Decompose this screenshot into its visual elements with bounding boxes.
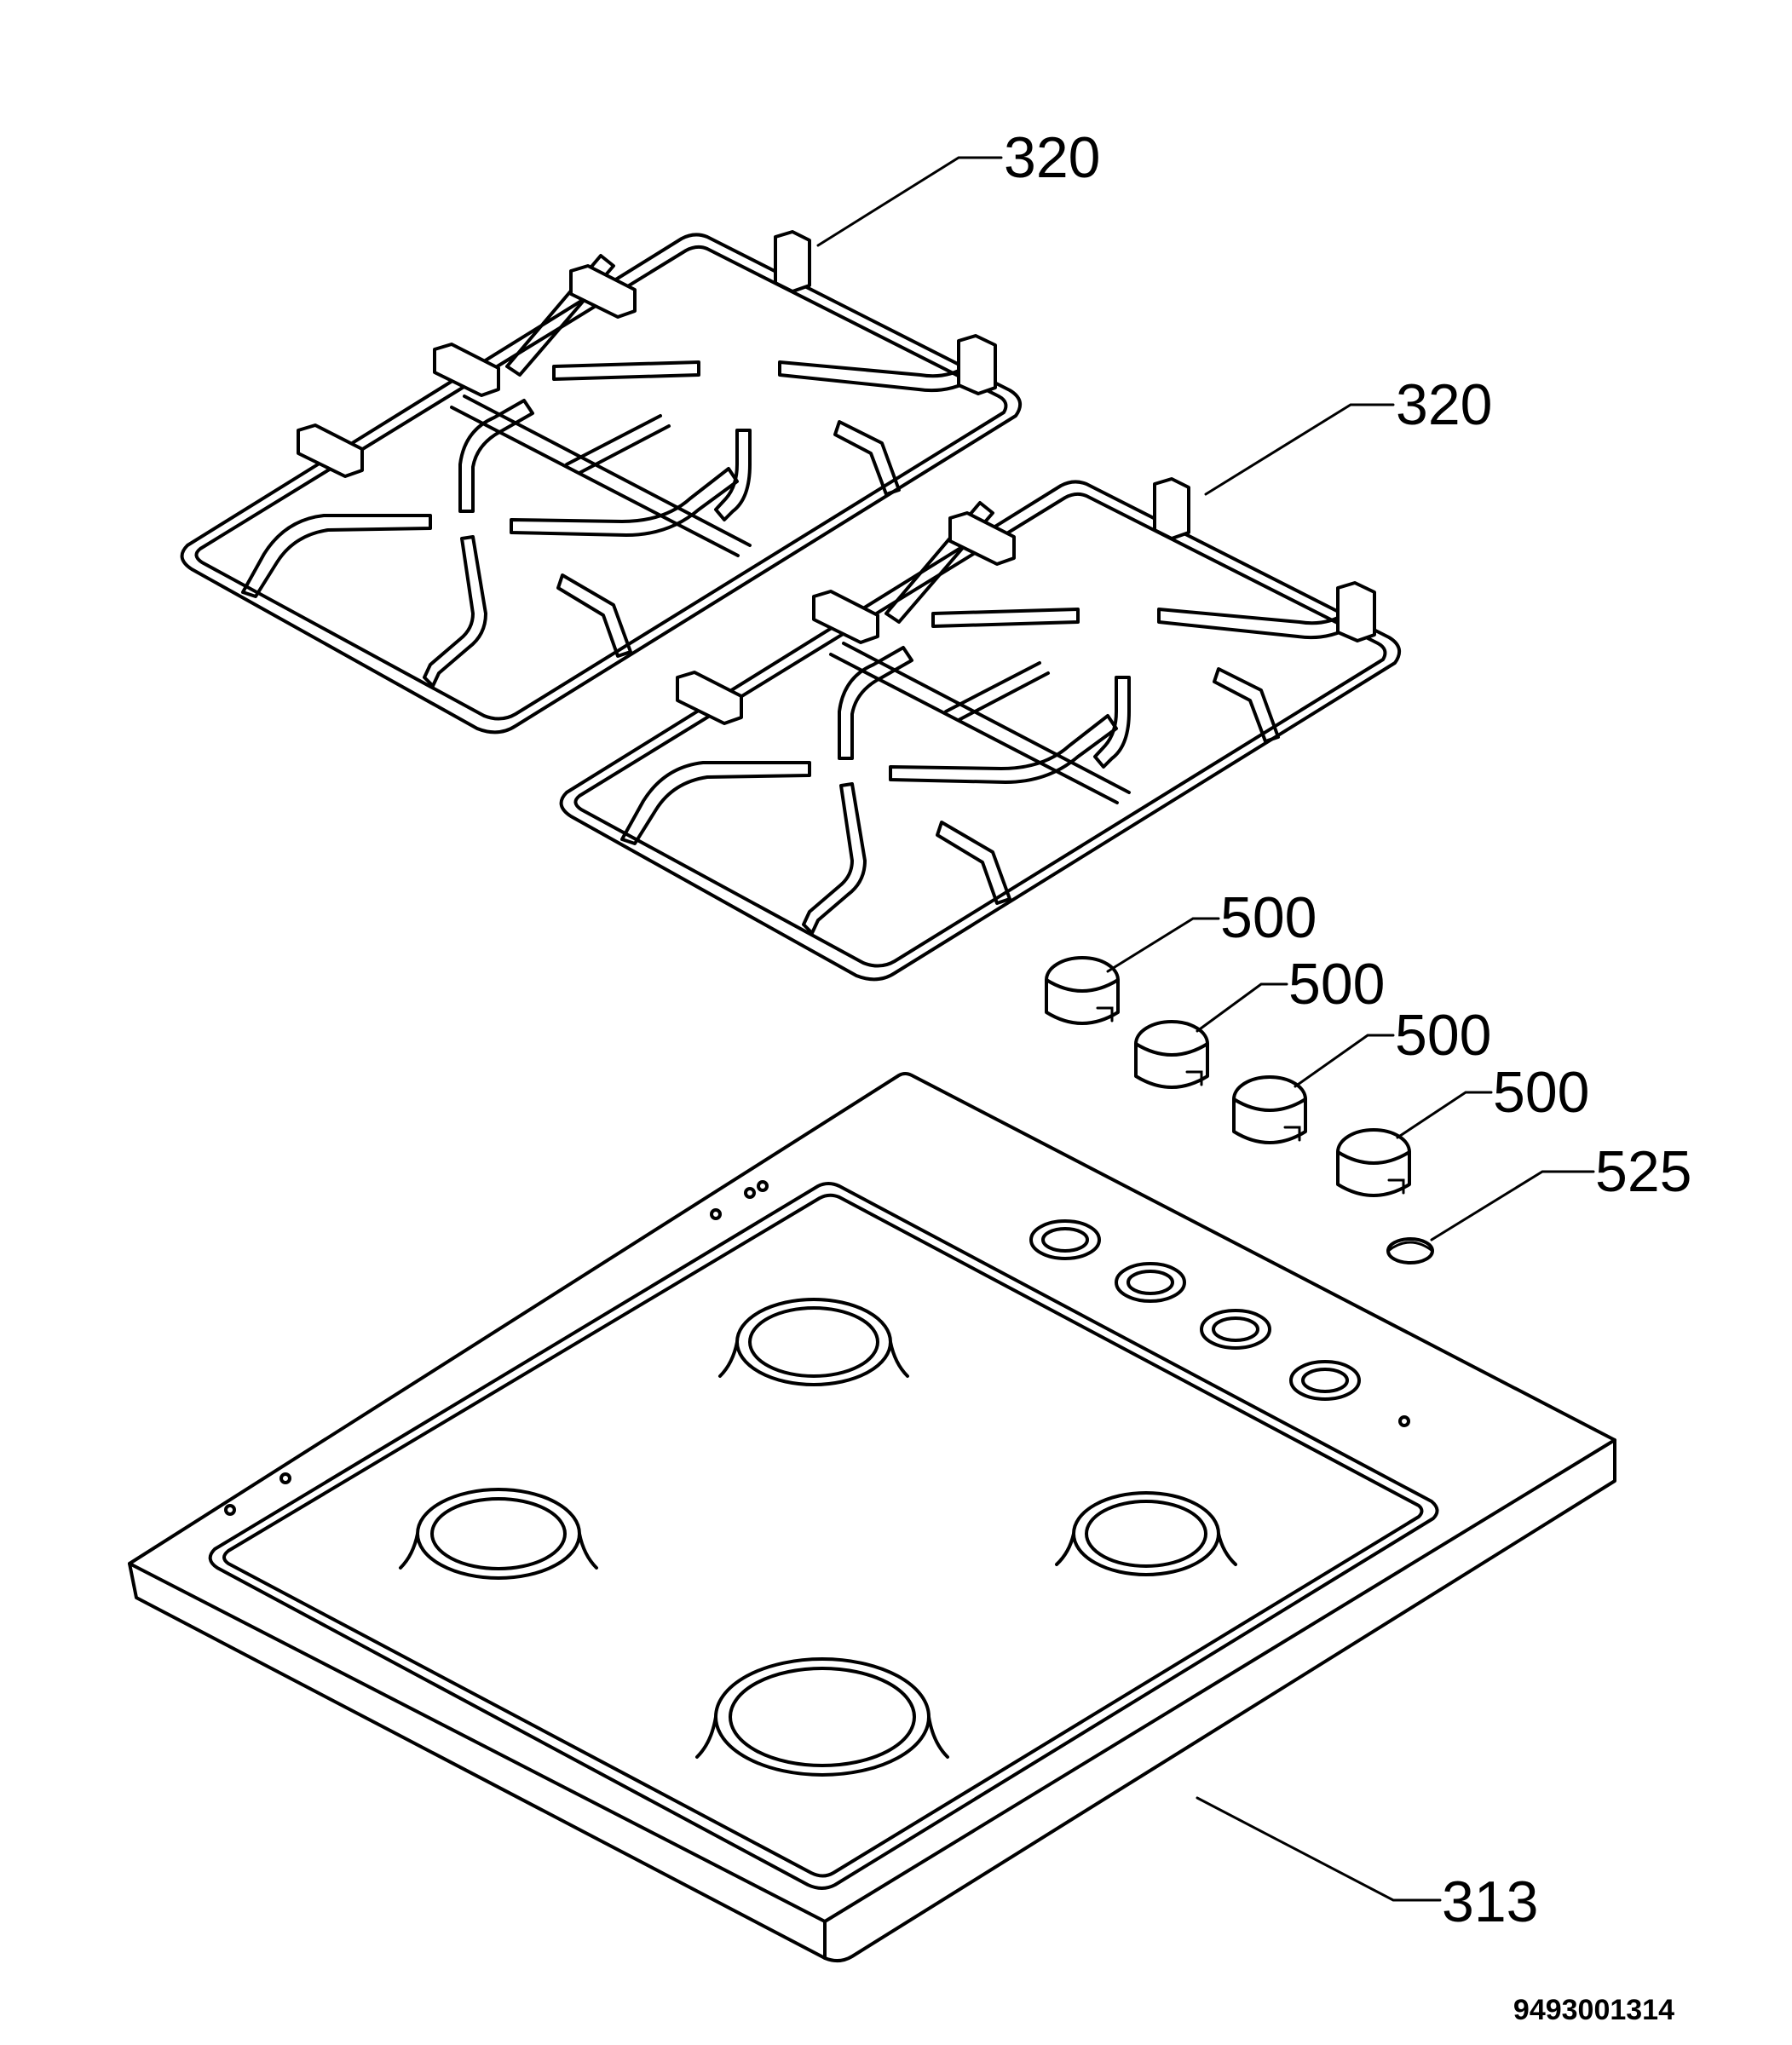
hob-plate: [128, 1072, 1616, 1962]
document-number: 9493001314: [1513, 1994, 1674, 2026]
callout-knob-2: 500: [1288, 952, 1385, 1017]
control-knob-2: [1134, 1020, 1209, 1089]
callout-knob-4: 500: [1493, 1060, 1589, 1125]
leader-lines: [816, 156, 1595, 1902]
burner-right: [1055, 1491, 1237, 1576]
callout-grid-bottom: 320: [1396, 372, 1492, 437]
callout-grid-top: 320: [1004, 125, 1100, 190]
burner-bottom: [695, 1657, 949, 1777]
pan-support-grid-bottom: [559, 477, 1402, 982]
pan-support-grid-top: [180, 230, 1023, 734]
callout-knob-1: 500: [1220, 885, 1317, 950]
control-knob-4: [1336, 1128, 1411, 1197]
control-knob-3: [1232, 1075, 1307, 1144]
knob-holes: [1029, 1219, 1361, 1401]
burner-top: [718, 1298, 909, 1386]
ignition-button: [1386, 1237, 1434, 1264]
control-knob-1: [1045, 956, 1120, 1025]
screw-holes: [224, 1180, 1410, 1516]
callout-hob-plate: 313: [1442, 1869, 1538, 1934]
burner-left: [399, 1488, 598, 1580]
callout-knob-3: 500: [1395, 1003, 1491, 1068]
callout-ignition-button: 525: [1595, 1139, 1691, 1204]
